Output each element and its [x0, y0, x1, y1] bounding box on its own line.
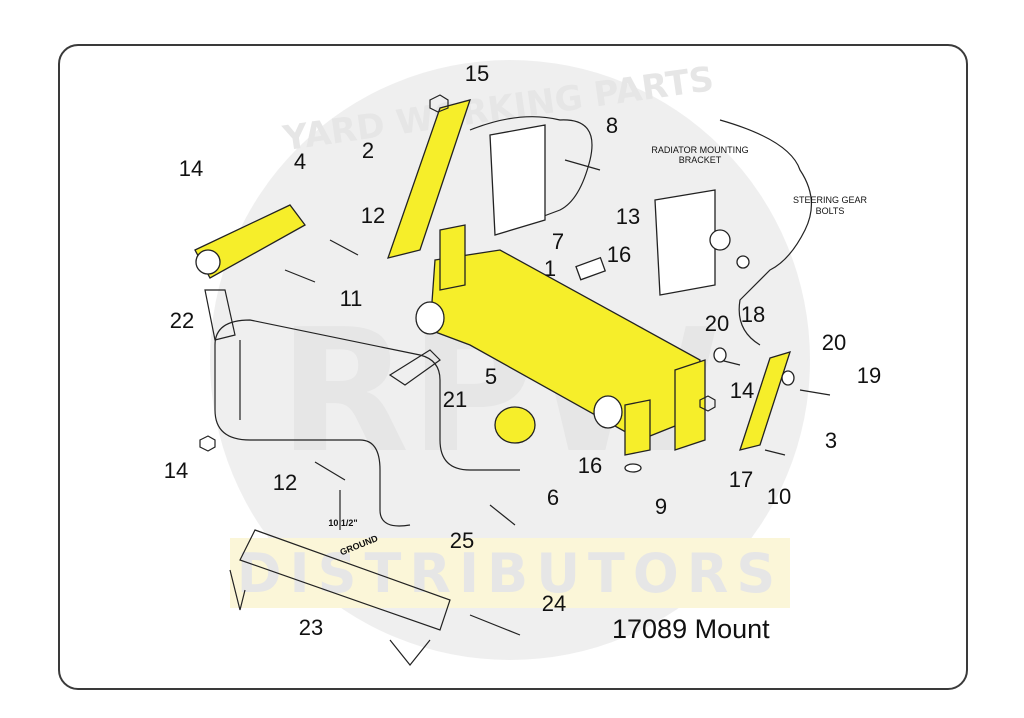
callout-4: 4: [294, 149, 306, 174]
callout-11: 11: [340, 286, 363, 311]
callout-15: 15: [465, 61, 489, 86]
callout-17: 17: [729, 467, 753, 492]
radiator-note-line1: RADIATOR MOUNTING: [651, 145, 748, 155]
other-parts: [199, 94, 831, 666]
highlighted-parts: [194, 99, 791, 456]
callout-7: 7: [552, 229, 564, 254]
callout-24: 24: [542, 591, 566, 616]
part-5-spacer: [494, 406, 536, 444]
watermark-bottom: DISTRIBUTORS: [237, 542, 784, 605]
height-note: 10 1/2": [328, 518, 357, 528]
callout-12: 12: [361, 203, 385, 228]
callout-21: 21: [443, 387, 467, 412]
callout-14b: 14: [730, 378, 754, 403]
callout-13: 13: [616, 204, 640, 229]
callout-3: 3: [825, 428, 837, 453]
callout-18: 18: [741, 302, 765, 327]
callout-23: 23: [299, 615, 323, 640]
part-1-side-plate: [674, 359, 706, 451]
part-2-brace: [386, 99, 471, 259]
callout-22: 22: [170, 308, 194, 333]
callout-5: 5: [485, 364, 497, 389]
callout-25: 25: [450, 528, 474, 553]
callout-14c: 14: [164, 458, 188, 483]
callout-14: 14: [179, 156, 203, 181]
callout-12b: 12: [273, 470, 297, 495]
callout-6: 6: [547, 485, 559, 510]
callout-16: 16: [607, 242, 631, 267]
steering-note-line2: BOLTS: [816, 206, 845, 216]
truck-frame-outline: [469, 116, 813, 346]
part-15-nut: [429, 94, 449, 113]
callout-19: 19: [857, 363, 881, 388]
callout-20: 20: [705, 311, 729, 336]
diagram-title: 17089 Mount: [612, 614, 770, 644]
callouts: 15 8 2 14 4 12 13 7 16 1 11 22 20 18 20 …: [164, 61, 881, 640]
callout-16b: 16: [578, 453, 602, 478]
part-3-brace: [739, 351, 791, 451]
steering-note-line1: STEERING GEAR: [793, 195, 868, 205]
callout-10: 10: [767, 484, 791, 509]
callout-20b: 20: [822, 330, 846, 355]
callout-2: 2: [362, 138, 374, 163]
callout-8: 8: [606, 113, 618, 138]
part-1-plate: [439, 224, 466, 291]
radiator-note-line2: BRACKET: [679, 155, 722, 165]
callout-9: 9: [655, 494, 667, 519]
callout-1: 1: [544, 256, 556, 281]
